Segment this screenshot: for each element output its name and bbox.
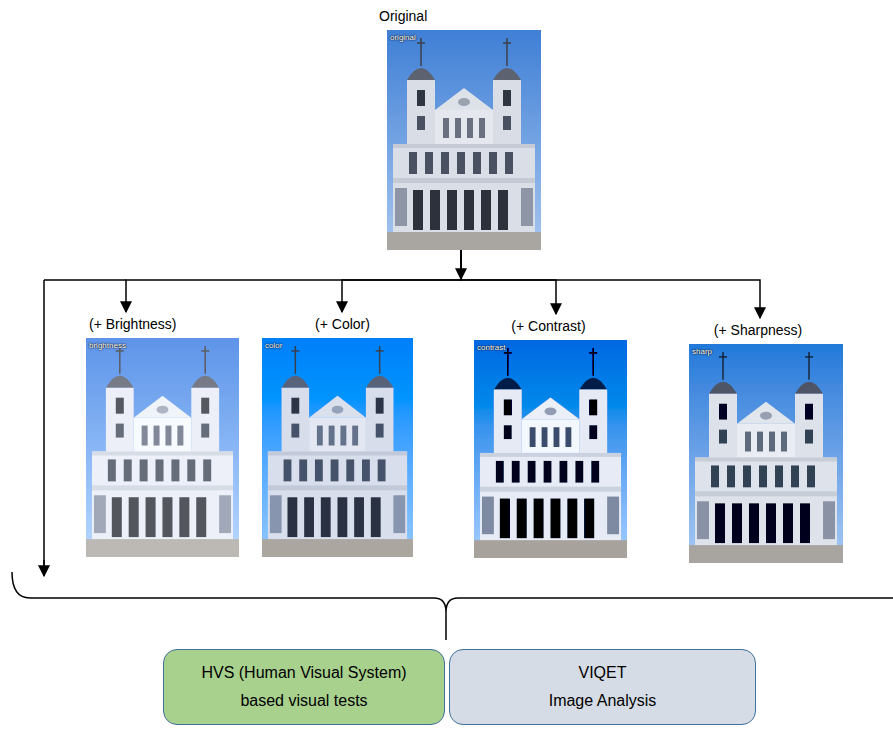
photo-frame: brightness <box>86 338 239 557</box>
photo-frame: contrast <box>474 340 627 558</box>
process-box: VIQETImage Analysis <box>449 649 756 725</box>
flow-arrow <box>342 250 461 312</box>
image-watermark: color <box>265 341 282 350</box>
image-panel: (+ Brightness) brightness <box>86 314 239 557</box>
image-caption: (+ Color) <box>267 314 418 334</box>
box-text: VIQET <box>578 659 626 687</box>
image-panel: Originaloriginal <box>387 6 541 250</box>
image-caption: Original <box>379 6 533 26</box>
box-text: Image Analysis <box>549 687 657 715</box>
image-watermark: contrast <box>477 343 505 352</box>
image-panel: (+ Sharpness)sharp <box>689 320 843 563</box>
image-caption: (+ Sharpness) <box>681 320 835 340</box>
photo-frame: sharp <box>689 344 843 563</box>
image-watermark: brightness <box>89 341 126 350</box>
image-watermark: original <box>390 33 416 42</box>
image-panel: (+ Contrast) contrast <box>474 316 627 558</box>
box-text: HVS (Human Visual System) based visual t… <box>178 659 430 715</box>
flow-arrow <box>461 250 760 318</box>
flow-arrow <box>126 250 461 312</box>
image-watermark: sharp <box>692 347 712 356</box>
image-caption: (+ Brightness) <box>89 314 242 334</box>
image-caption: (+ Contrast) <box>472 316 625 336</box>
image-panel: (+ Color)color <box>262 314 413 557</box>
photo-frame: original <box>387 30 541 250</box>
process-box: HVS (Human Visual System) based visual t… <box>163 649 445 725</box>
photo-frame: color <box>262 338 413 557</box>
flow-arrow <box>461 250 556 314</box>
